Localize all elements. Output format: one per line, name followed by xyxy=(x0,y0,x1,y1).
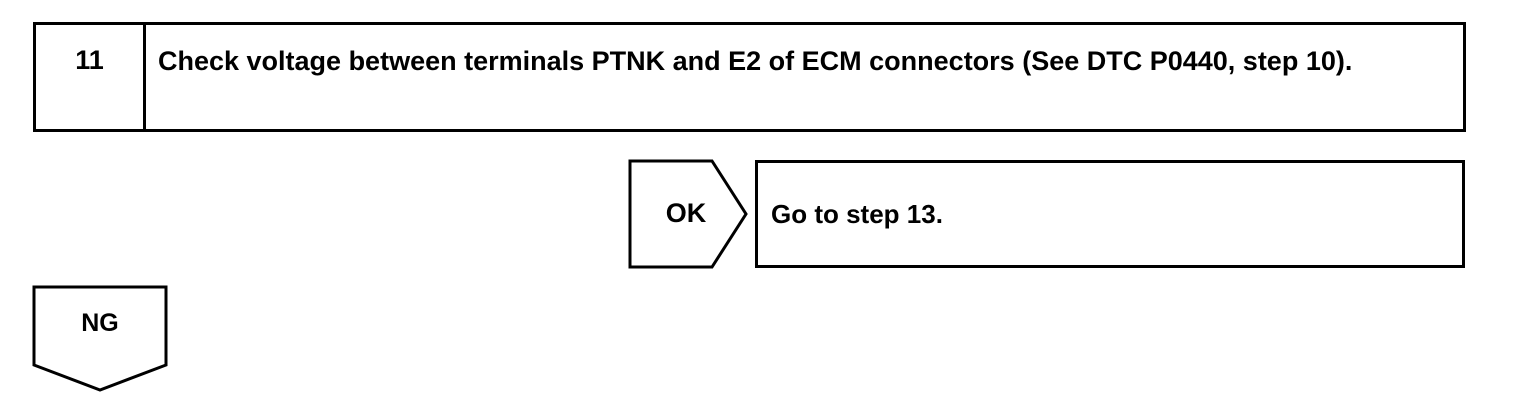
step-instruction: Check voltage between terminals PTNK and… xyxy=(158,46,1353,76)
ok-action-text: Go to step 13. xyxy=(771,198,943,229)
ng-label: NG xyxy=(81,309,119,337)
ok-arrow-shape xyxy=(628,159,748,269)
step-box: 11 Check voltage between terminals PTNK … xyxy=(33,22,1466,132)
ng-arrow-shape xyxy=(32,285,168,392)
step-number: 11 xyxy=(36,25,146,129)
ok-result-box: Go to step 13. xyxy=(755,160,1465,268)
ok-label: OK xyxy=(665,198,707,228)
